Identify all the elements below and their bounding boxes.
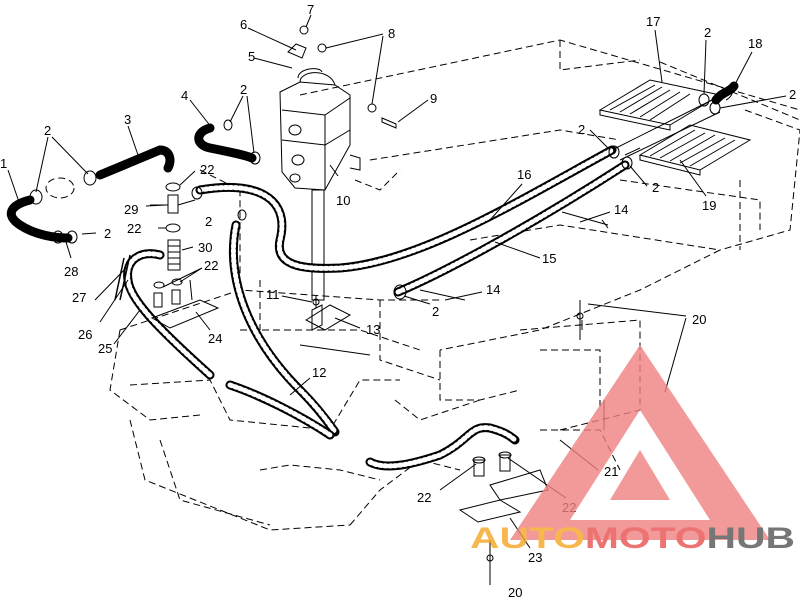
callout-26: 26 — [78, 327, 92, 342]
callout-8: 8 — [388, 26, 395, 41]
callout-17: 17 — [646, 14, 660, 29]
callout-4: 4 — [181, 88, 188, 103]
callout-5: 5 — [248, 49, 255, 64]
callout-2: 2 — [44, 123, 51, 138]
callout-3: 3 — [124, 112, 131, 127]
callout-22: 22 — [417, 490, 431, 505]
watermark-auto: AUTO — [470, 522, 585, 555]
filler-cap — [287, 25, 397, 129]
callout-15: 15 — [542, 251, 556, 266]
callout-19: 19 — [702, 198, 716, 213]
callout-25: 25 — [98, 341, 112, 356]
callout-2: 2 — [432, 304, 439, 319]
callout-14: 14 — [486, 282, 500, 297]
callout-24: 24 — [208, 331, 222, 346]
heat-exchanger-lower — [638, 124, 752, 176]
watermark-triangle-icon — [510, 345, 770, 540]
callout-12: 12 — [312, 365, 326, 380]
watermark-triangle-inner-icon — [610, 450, 670, 500]
callout-23: 23 — [528, 550, 542, 565]
callout-7: 7 — [307, 2, 314, 17]
callout-2: 2 — [578, 122, 585, 137]
callout-13: 13 — [366, 322, 380, 337]
callout-20: 20 — [692, 312, 706, 327]
mount-bracket — [299, 211, 609, 356]
callout-22: 22 — [200, 162, 214, 177]
callout-29: 29 — [124, 202, 138, 217]
callout-2: 2 — [652, 180, 659, 195]
callout-30: 30 — [198, 240, 212, 255]
callout-11: 11 — [266, 287, 280, 302]
callout-2: 2 — [789, 87, 796, 102]
hoses — [6, 123, 630, 471]
callout-14: 14 — [614, 202, 628, 217]
callout-28: 28 — [64, 264, 78, 279]
callout-27: 27 — [72, 290, 86, 305]
callout-1: 1 — [0, 156, 7, 171]
callout-22: 22 — [204, 258, 218, 273]
crossover-tube — [611, 99, 721, 161]
callout-2: 2 — [205, 214, 212, 229]
callout-9: 9 — [430, 91, 437, 106]
callout-22: 22 — [127, 221, 141, 236]
callout-16: 16 — [517, 167, 531, 182]
callout-20: 20 — [508, 585, 522, 599]
callout-2: 2 — [704, 25, 711, 40]
callout-21: 21 — [604, 464, 618, 479]
callout-10: 10 — [336, 193, 350, 208]
callout-2: 2 — [104, 226, 111, 241]
callout-18: 18 — [748, 36, 762, 51]
watermark-moto: MOTO — [585, 522, 707, 555]
callout-2: 2 — [240, 82, 247, 97]
callout-6: 6 — [240, 17, 247, 32]
watermark-hub: HUB — [707, 522, 795, 555]
